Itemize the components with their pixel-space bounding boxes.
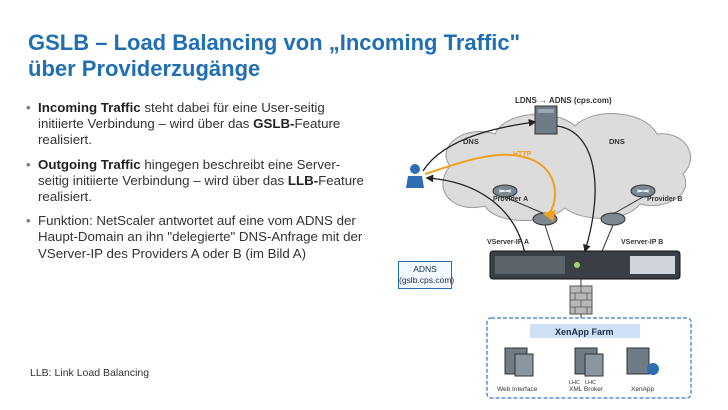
bullet-incoming-text-end: Feature realisiert. [38,116,341,148]
xml-broker-label: XML Broker [569,386,604,393]
dns-server-icon [534,105,558,135]
bullet-function: Funktion: NetScaler antwortet auf eine v… [26,213,366,262]
provider-b-label: Provider B [647,196,682,203]
farm-banner [530,324,640,338]
http-arrow [424,153,556,222]
user-client-icon [406,164,424,188]
dns-right-label: DNS [609,137,625,146]
web-interface-label: Web Interface [497,386,538,393]
adns-callout-line1: ADNS [413,264,437,274]
title-line-2: über Providerzugänge [28,56,261,81]
vserver-b-label: VServer-IP B [621,239,663,246]
dns-arrow-return [425,174,526,255]
bullet-incoming: Incoming Traffic steht dabei für eine Us… [26,100,366,149]
footnote: LLB: Link Load Balancing [30,367,150,379]
network-diagram: LDNS → ADNS (cps.com) DNS DNS HTTP Provi… [406,96,692,399]
bullet-incoming-term: Incoming Traffic [38,100,141,115]
dns-left-label: DNS [463,137,479,146]
bullet-outgoing-term: Outgoing Traffic [38,156,141,172]
http-label: HTTP [513,151,532,158]
xenapp-server-icon [626,347,659,375]
router-a-icon [492,184,518,198]
dns-arrow-left [422,118,537,172]
web-interface-server-icon [504,347,534,377]
bullet-outgoing: Outgoing Traffic hingegen beschreibt ein… [26,157,366,206]
lhc-label-1: LHC [569,380,580,386]
lhc-label-2: LHC [585,380,596,386]
firewall-icon [569,285,593,315]
bullet-outgoing-feature: LLB- [287,172,319,188]
bullet-list: Incoming Traffic steht dabei für eine Us… [26,100,366,270]
bullet-incoming-text: steht dabei für eine User-seitig initiie… [38,100,325,132]
bullet-outgoing-text: hingegen beschreibt eine Server-seitig i… [38,156,341,188]
slide-title: GSLB – Load Balancing von „Incoming Traf… [28,30,668,82]
router-vb-icon [600,212,626,226]
adns-callout-line2: (gslb.cps.com) [399,275,455,285]
dns-arrow-right [556,125,596,253]
adns-callout: ADNS (gslb.cps.com) [398,261,455,289]
bullet-incoming-feature: GSLB- [253,116,295,132]
bullet-function-text: Funktion: NetScaler antwortet auf eine v… [38,213,363,261]
internet-cloud [442,113,692,221]
title-line-1: GSLB – Load Balancing von „Incoming Traf… [28,30,521,55]
bullet-outgoing-text-end: Feature realisiert. [38,172,364,205]
ldns-adns-label: LDNS → ADNS (cps.com) [515,96,612,105]
netscaler-appliance [489,250,681,280]
vserver-a-label: VServer-IP A [487,239,529,246]
xml-broker-server-icon [574,347,604,377]
farm-label: XenApp Farm [555,327,614,337]
xenapp-label: XenApp [631,386,655,393]
